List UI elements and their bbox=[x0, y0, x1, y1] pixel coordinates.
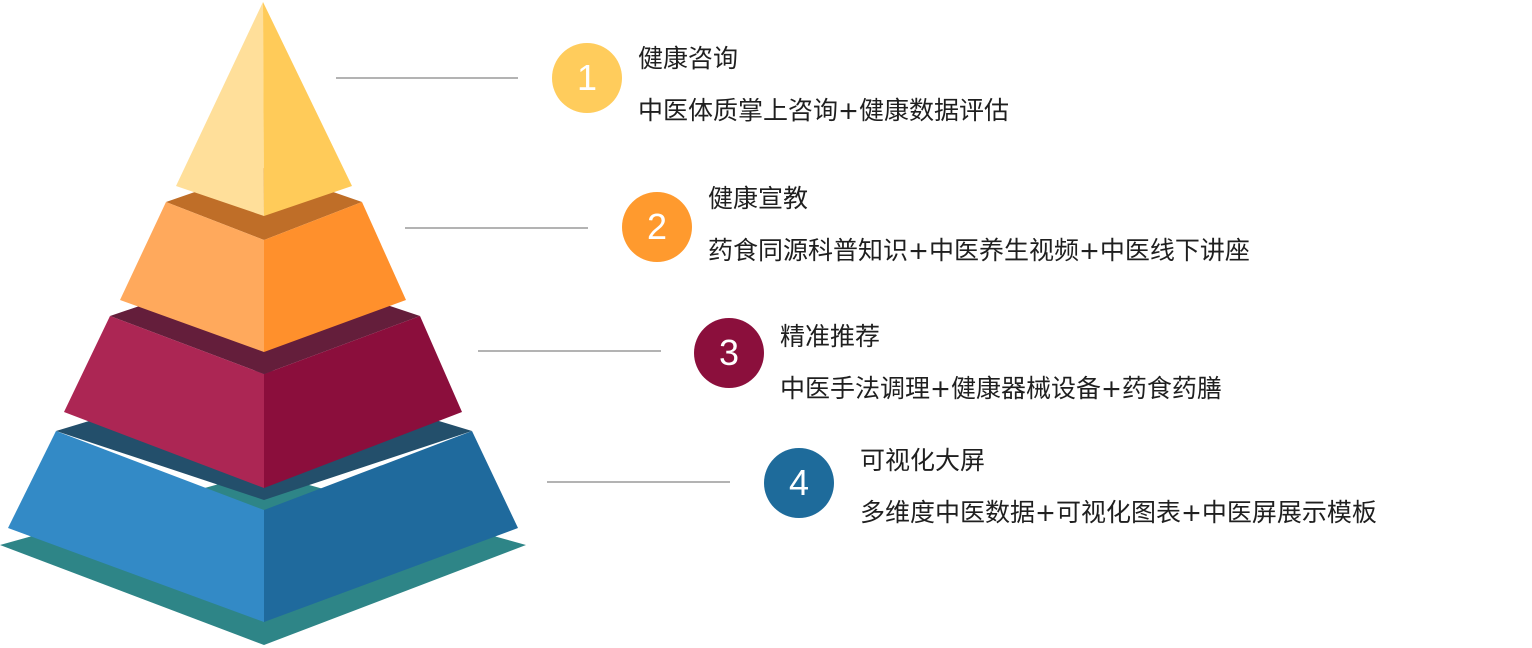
tier-4-right-face bbox=[264, 431, 518, 622]
tier-4-left-face bbox=[8, 431, 264, 622]
tier-2-title: 健康宣教 bbox=[708, 184, 809, 213]
tier-3-title: 精准推荐 bbox=[780, 322, 881, 351]
tier-3-description: 中医手法调理+健康器械设备+药食药膳 bbox=[780, 374, 1222, 403]
tier-2-right-face bbox=[264, 202, 406, 352]
tier-1-title: 健康咨询 bbox=[638, 44, 739, 73]
tier-3-left-face bbox=[64, 316, 264, 488]
tier-2-left-face bbox=[120, 202, 264, 352]
tier-3-number-badge: 3 bbox=[694, 318, 764, 388]
tier-4-title: 可视化大屏 bbox=[860, 446, 986, 475]
tier-3-connector-line bbox=[478, 350, 661, 352]
tier-1-right-face bbox=[263, 2, 352, 216]
tier-4-description: 多维度中医数据+可视化图表+中医屏展示模板 bbox=[860, 498, 1377, 527]
tier-3-right-face bbox=[264, 316, 462, 488]
tier-1-connector-line bbox=[336, 77, 518, 79]
tier-1-left-face bbox=[176, 2, 264, 216]
tier-2-connector-line bbox=[405, 227, 588, 229]
tier-2-number-badge: 2 bbox=[622, 192, 692, 262]
tier-4-connector-line bbox=[547, 481, 730, 483]
tier-1-description: 中医体质掌上咨询+健康数据评估 bbox=[638, 96, 1009, 125]
tier-2-description: 药食同源科普知识+中医养生视频+中医线下讲座 bbox=[708, 236, 1250, 265]
tier-4-number-badge: 4 bbox=[764, 448, 834, 518]
tier-1-number-badge: 1 bbox=[552, 43, 622, 113]
